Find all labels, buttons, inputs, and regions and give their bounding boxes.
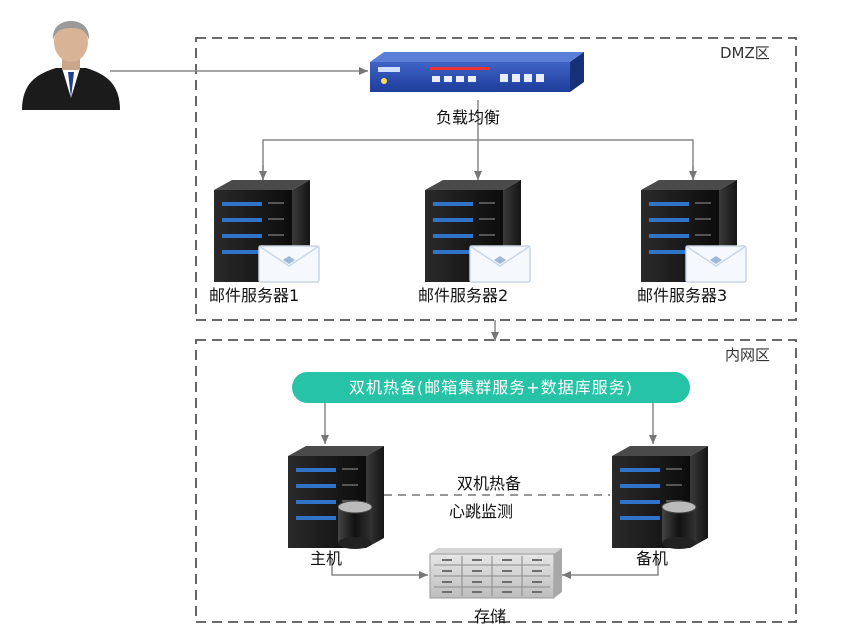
mail-icon (258, 245, 320, 283)
mail-server-1-label: 邮件服务器1 (209, 286, 300, 305)
load-balancer-label: 负载均衡 (436, 108, 501, 127)
storage-array-icon (429, 548, 562, 599)
storage-label: 存储 (474, 607, 507, 626)
heartbeat-label-top: 双机热备 (457, 474, 522, 493)
database-icon (661, 500, 697, 550)
mail-server-2-icon (425, 180, 531, 283)
primary-server-icon (288, 446, 384, 550)
dmz-zone (195, 37, 797, 321)
mail-server-3-icon (641, 180, 747, 283)
dmz-zone-label: DMZ区 (717, 42, 773, 63)
primary-label: 主机 (310, 549, 343, 568)
heartbeat-label-bottom: 心跳监测 (449, 502, 514, 521)
banner-arrows (321, 403, 657, 444)
user-icon (22, 21, 120, 110)
mail-icon (469, 245, 531, 283)
cluster-banner: 双机热备(邮箱集群服务+数据库服务) (292, 372, 690, 403)
load-balancer-icon (370, 52, 584, 92)
intranet-zone-label: 内网区 (722, 344, 774, 365)
intranet-zone (195, 339, 797, 623)
backup-label: 备机 (636, 549, 669, 568)
backup-server-icon (612, 446, 708, 550)
storage-arrows (331, 560, 659, 579)
mail-server-3-label: 邮件服务器3 (637, 286, 728, 305)
database-icon (337, 500, 373, 550)
lb-distribution-arrows (259, 100, 697, 180)
mail-server-2-label: 邮件服务器2 (418, 286, 509, 305)
mail-icon (685, 245, 747, 283)
mail-server-1-icon (214, 180, 320, 283)
